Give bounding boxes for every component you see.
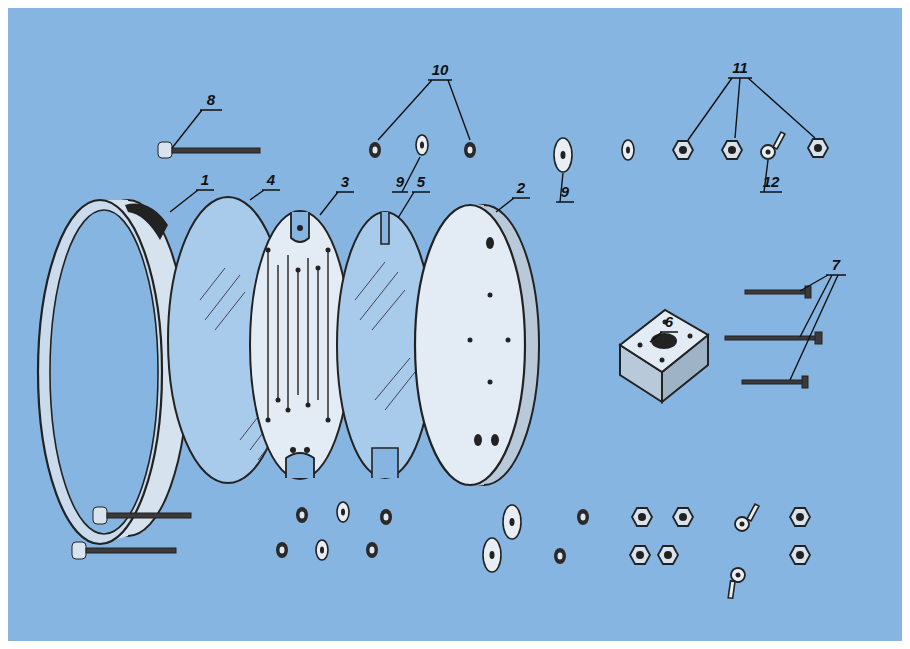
callout-number: 6 <box>665 314 673 330</box>
callout-number: 11 <box>732 60 748 76</box>
callout-number: 10 <box>432 62 449 78</box>
callout-number: 2 <box>517 180 525 196</box>
callout-number: 3 <box>341 174 349 190</box>
callout-number: 9 <box>561 184 569 200</box>
callout-number: 4 <box>267 172 275 188</box>
flange <box>620 310 708 402</box>
callout-number: 5 <box>417 174 425 190</box>
callout-number: 12 <box>763 174 780 190</box>
resistor-plate <box>250 211 350 479</box>
ring <box>38 200 188 544</box>
bolt <box>725 286 822 388</box>
callout-number: 7 <box>832 257 840 273</box>
callout-number: 1 <box>201 172 209 188</box>
callout-number: 8 <box>207 92 215 108</box>
background <box>8 8 902 641</box>
leader-line <box>170 78 846 380</box>
hardware <box>276 132 828 600</box>
base-disc <box>415 205 539 485</box>
callout-number: 9 <box>396 174 404 190</box>
screw <box>72 142 260 559</box>
